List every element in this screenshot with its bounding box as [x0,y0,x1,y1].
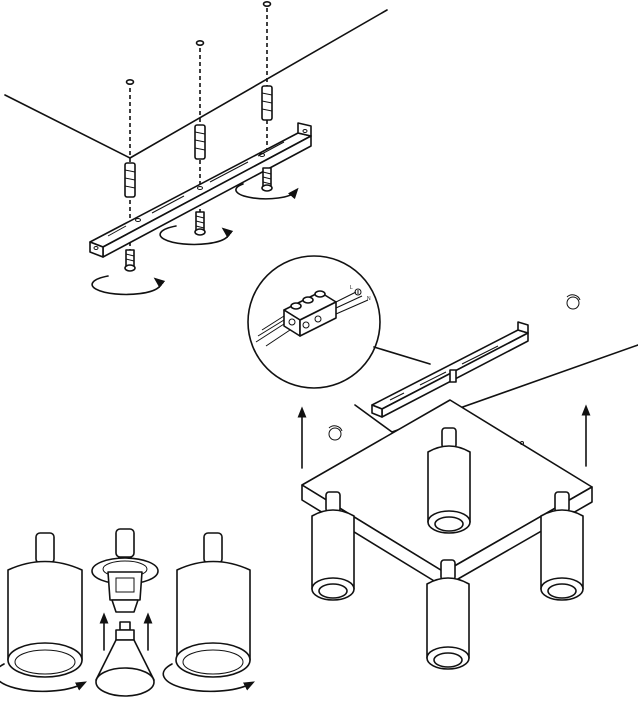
spotlight-right [540,491,584,601]
supply-wires [255,291,369,347]
screw-icon [124,167,273,272]
wall-plug-icon [124,85,273,198]
step-1-ceiling-mounting [4,0,388,296]
arrow-up-icon [297,404,591,469]
spotlight-left [311,491,355,601]
mounting-bracket [89,122,312,258]
step-2-wiring: L N [247,255,581,441]
washer-icons [125,0,272,86]
lamp-socket [91,528,159,613]
gu10-bulb-icon [95,621,155,697]
rotate-icon [91,183,299,296]
rotate-icon [328,294,581,441]
arrow-up-icon [99,612,153,651]
live-wire-label: L [350,285,353,291]
ceiling-plane-2 [354,344,638,433]
spotlight-shade-left [0,532,87,693]
earth-icon [354,288,362,296]
terminal-block-icon [283,290,337,337]
spotlight-shade-right [162,532,255,693]
neutral-wire-label: N [367,296,371,302]
step-4-bulb-replacement [0,528,255,697]
spotlight-back [427,427,471,534]
spotlight-front [426,559,470,670]
step-3-fixture-attach [297,344,638,670]
mounting-bracket-installed [371,321,529,418]
